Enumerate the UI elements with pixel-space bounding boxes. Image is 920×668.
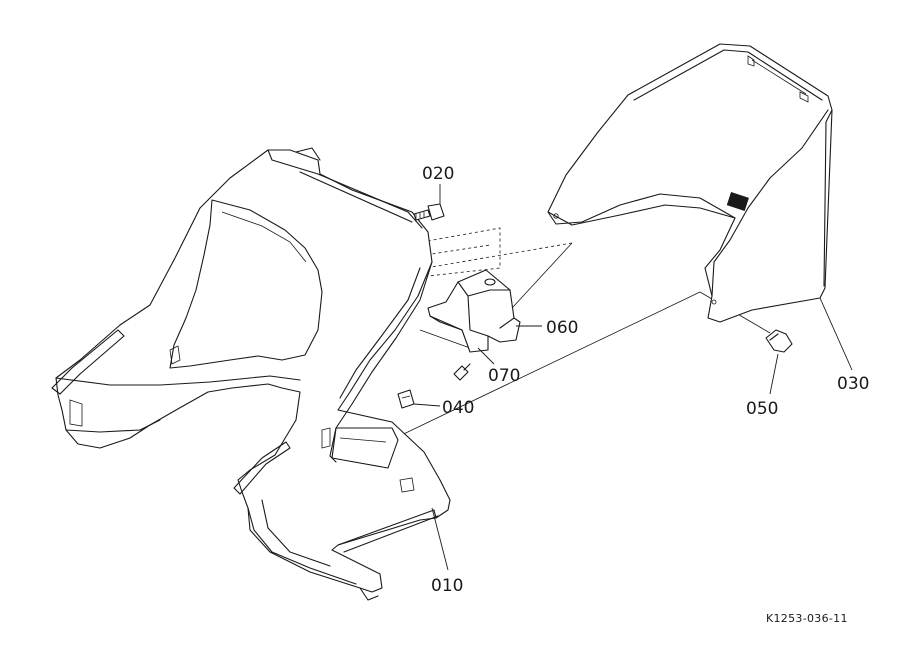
screw-part-070: [453, 363, 471, 381]
label-010: 010: [431, 576, 463, 596]
drawing-reference-number: K1253-036-11: [766, 612, 848, 625]
leader-lines: [413, 184, 853, 571]
label-070: 070: [488, 366, 520, 386]
label-050: 050: [746, 399, 778, 419]
side-cover-part-030: [547, 43, 833, 323]
bolt-part-020: [413, 203, 445, 221]
bracket-part-060: [427, 269, 521, 353]
label-040: 040: [442, 398, 474, 418]
label-060: 060: [546, 318, 578, 338]
front-cover-part-010: [51, 147, 451, 601]
label-030: 030: [837, 374, 869, 394]
clip-nut-part-040: [397, 389, 415, 409]
knob-bolt-part-050: [765, 329, 793, 353]
label-020: 020: [422, 164, 454, 184]
